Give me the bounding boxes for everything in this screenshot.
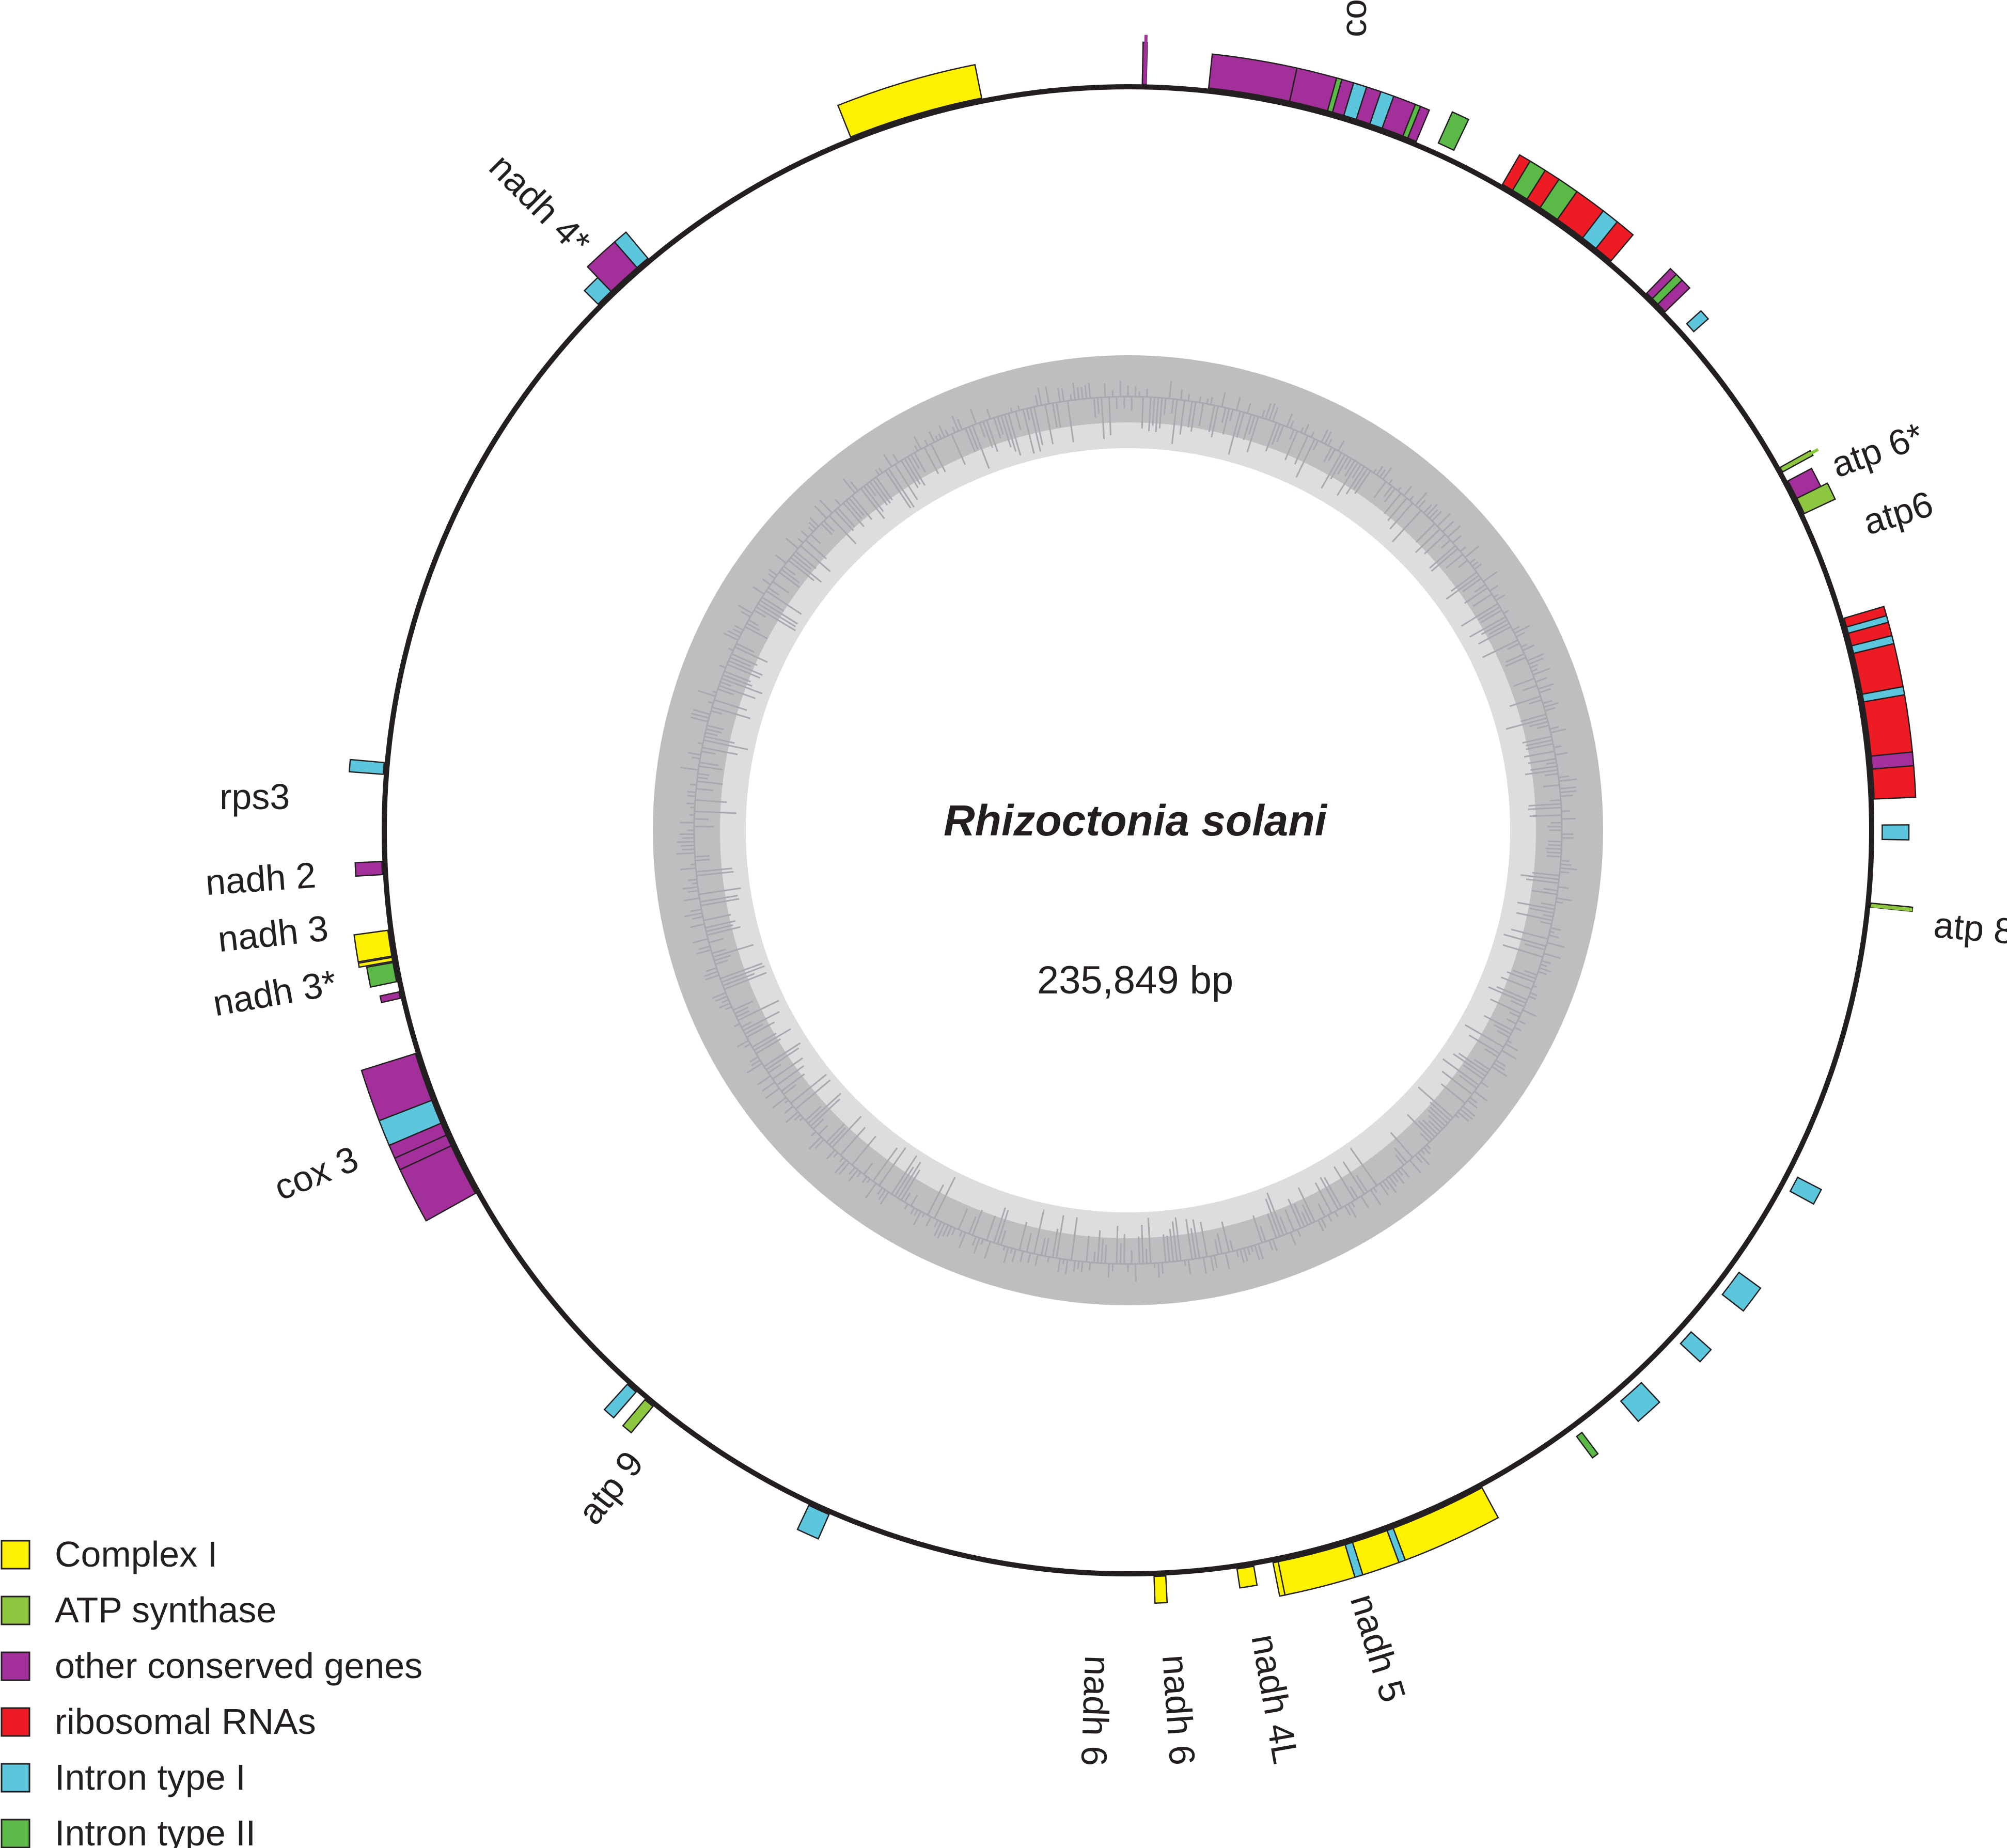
gene-block-complex-i [1392,1487,1499,1561]
gene-block-other-conserved [360,1052,433,1122]
gene-block-other-conserved [379,991,401,1004]
gene-block-intron-i [603,1383,637,1419]
gene-block-intron-i [1721,1271,1762,1312]
gene-block-atp-synthase [622,1399,654,1434]
gene-ticks [1143,35,1912,912]
legend-label-intron-ii: Intron type II [55,1813,256,1848]
legend-swatch-intron-ii [1,1819,30,1848]
gene-block-intron-i [614,231,649,269]
gene-label-nadh-5: nadh 5 [1343,1589,1414,1707]
gene-label-nadh-4-star: nadh 4* [482,146,599,263]
gene-block-ribosomal-rna [1595,220,1634,262]
gene-block-intron-ii [1575,1431,1599,1459]
gene-label-nadh-3-star: nadh 3* [210,962,339,1024]
gene-label-nadh-4l: nadh 4L [1244,1631,1306,1767]
gene-block-other-conserved [354,861,383,877]
gene-block-intron-i [796,1504,830,1540]
genome-backbone-circle [382,84,1874,1576]
gene-block-complex-i [837,64,983,138]
gene-tick-other-conserved [1143,35,1148,84]
legend-swatch-intron-i [1,1763,30,1793]
gc-spike-lines [676,381,1577,1282]
gene-block-intron-i [1881,824,1910,841]
gene-block-intron-i [1680,1331,1712,1363]
gene-block-complex-i [1277,1544,1356,1596]
gene-block-complex-i [1272,1561,1286,1597]
gene-block-ribosomal-rna [1871,765,1917,800]
legend-label-atp-synthase: ATP synthase [55,1590,276,1630]
genome-size: 235,849 bp [1037,958,1233,1002]
gene-label-atp-8: atp 8 [1932,905,2007,952]
gene-block-intron-i [1686,310,1710,333]
legend-label-intron-i: Intron type I [55,1757,246,1797]
gene-block-intron-i [1789,1176,1823,1205]
gene-block-intron-ii [1437,111,1470,151]
gene-label-nadh-3: nadh 3 [216,908,330,959]
gene-block-complex-i [353,929,393,963]
gc-content-ring [653,355,1603,1305]
gene-block-intron-i [348,759,385,775]
gene-block-intron-ii [366,961,398,988]
gene-features [348,41,1917,1604]
gc-content-center [746,448,1510,1212]
legend-swatch-complex-i [1,1540,30,1570]
gc-content-spikes [676,381,1577,1282]
gene-block-complex-i [357,956,394,968]
gene-tick-atp-synthase [1871,904,1912,912]
gene-label-cox-2: cox 2 [1334,0,1374,37]
gene-label-cox-3: cox 3 [269,1139,364,1208]
gene-block-atp-synthase [1796,482,1836,515]
legend: Complex I ATP synthase other conserved gen… [1,1534,422,1848]
gene-label-nadh-6-a: nadh 6 [1155,1653,1203,1766]
gene-block-intron-i [1620,1382,1660,1423]
gene-tick-atp-synthase [1781,448,1819,471]
gene-label-nadh-6-b: nadh 6 [1074,1655,1118,1767]
gene-block-other-conserved [1407,105,1431,143]
gene-label-atp-6-star: atp 6* [1826,415,1929,485]
organism-name: Rhizoctonia solani [944,796,1328,845]
gene-block-ribosomal-rna [1863,694,1914,757]
legend-swatch-ribosomal-rna [1,1707,30,1737]
legend-label-other-conserved: other conserved genes [55,1646,422,1686]
legend-label-ribosomal-rna: ribosomal RNAs [55,1701,316,1742]
gene-block-complex-i [1236,1565,1258,1589]
gene-block-other-conserved [1657,279,1691,313]
legend-swatch-other-conserved [1,1651,30,1681]
legend-swatch-atp-synthase [1,1596,30,1625]
gene-label-atp-9: atp 9 [570,1444,651,1532]
gene-block-complex-i [1153,1575,1168,1604]
gene-label-atp6: atp6 [1859,483,1938,542]
legend-label-complex-i: Complex I [55,1534,217,1574]
gene-label-rps3: rps3 [219,777,290,817]
gene-label-nadh-2: nadh 2 [204,855,317,903]
gene-block-ribosomal-rna [1853,642,1904,695]
